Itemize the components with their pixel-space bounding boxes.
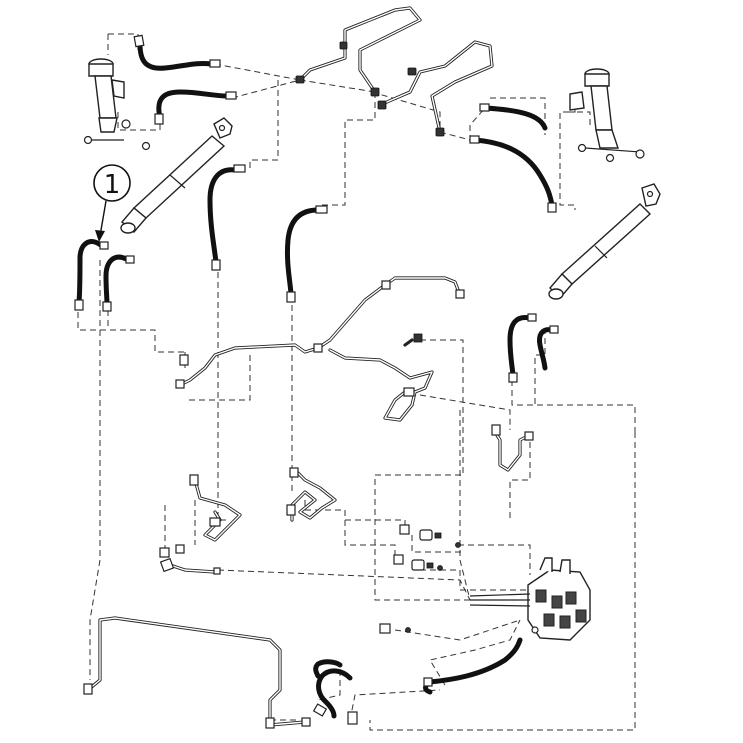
fittings xyxy=(83,41,534,729)
right-lift-cylinder xyxy=(569,68,645,163)
right-tilt-cylinder xyxy=(548,183,661,300)
left-lift-cylinder xyxy=(83,58,151,151)
control-valve-block xyxy=(469,557,591,641)
callout-arrowhead xyxy=(95,230,105,242)
callout-leader xyxy=(99,200,107,237)
rigid-tubes xyxy=(86,6,530,727)
hoses xyxy=(74,34,559,725)
callout-circle xyxy=(93,164,131,202)
left-tilt-cylinder xyxy=(120,117,233,234)
callout-number: 1 xyxy=(104,170,121,200)
callout-1: 1 xyxy=(93,164,131,242)
